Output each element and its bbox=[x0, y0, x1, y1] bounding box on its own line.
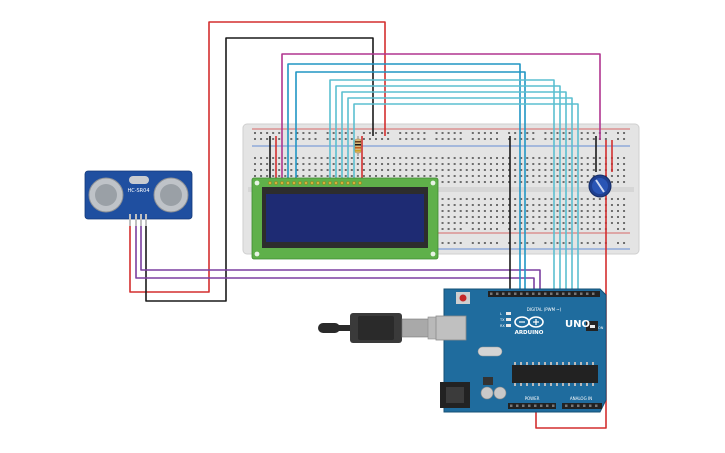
ultrasonic-sensor[interactable]: HC-SR04 bbox=[84, 170, 193, 226]
wire-purple-echo[interactable] bbox=[140, 226, 541, 295]
on-led-label: ON bbox=[598, 326, 604, 330]
analog-in-label: ANALOG IN bbox=[570, 396, 592, 401]
wire-teal-d7[interactable] bbox=[347, 97, 573, 295]
power-header bbox=[508, 403, 556, 409]
lcd-mount-hole bbox=[430, 251, 436, 257]
arduino-usb-jack bbox=[435, 315, 467, 341]
sensor-crystal bbox=[129, 176, 149, 184]
wire-teal-d5[interactable] bbox=[335, 85, 561, 295]
resistor[interactable] bbox=[354, 136, 362, 156]
rx-led-label: RX bbox=[500, 324, 505, 328]
atmega-chip bbox=[512, 365, 598, 383]
capacitor bbox=[493, 386, 507, 400]
usb-cable[interactable] bbox=[318, 313, 453, 343]
digital-pins-label: DIGITAL (PWM ~) bbox=[527, 307, 562, 312]
breadboard-center-channel bbox=[248, 187, 634, 192]
sensor-transducer-left-mesh bbox=[95, 184, 117, 206]
arduino-uno[interactable]: ARDUINO UNO DIGITAL (PWM ~) POWER ANALOG… bbox=[435, 288, 607, 413]
usb-plug-metal bbox=[401, 318, 431, 338]
arduino-model-label: UNO bbox=[565, 319, 590, 330]
crystal-oscillator bbox=[477, 346, 503, 357]
usb-cable-end bbox=[318, 323, 340, 333]
sensor-transducer-right-mesh bbox=[160, 184, 182, 206]
lcd-header-pins bbox=[268, 181, 362, 185]
tx-led bbox=[506, 318, 511, 321]
on-led bbox=[590, 325, 595, 328]
wires bbox=[129, 21, 613, 429]
wire-teal-d8[interactable] bbox=[353, 103, 579, 295]
analog-header bbox=[562, 403, 602, 409]
capacitor bbox=[480, 386, 494, 400]
rx-led bbox=[506, 324, 511, 327]
pot-knob-indicator bbox=[595, 179, 605, 193]
sensor-pins bbox=[129, 214, 147, 226]
lcd-mount-hole bbox=[254, 251, 260, 257]
wire-teal-d4[interactable] bbox=[329, 79, 555, 295]
wire-red-sensor-vcc[interactable] bbox=[129, 21, 386, 293]
wire-red-5v[interactable] bbox=[535, 140, 607, 429]
sensor-model-label: HC-SR04 bbox=[127, 188, 149, 194]
wire-teal-d6[interactable] bbox=[341, 91, 567, 295]
arduino-brand-label: ARDUINO bbox=[515, 330, 544, 336]
l-led bbox=[506, 312, 511, 315]
l-led-label: L bbox=[500, 312, 502, 316]
digital-pin-holes bbox=[490, 292, 598, 407]
wire-blue-1[interactable] bbox=[287, 63, 521, 295]
arduino-logo bbox=[514, 316, 544, 328]
potentiometer[interactable] bbox=[588, 174, 612, 198]
power-label: POWER bbox=[525, 396, 540, 401]
wire-magenta-lcd-vss[interactable] bbox=[281, 53, 601, 182]
voltage-regulator bbox=[483, 377, 493, 385]
wire-blue-2[interactable] bbox=[295, 71, 526, 295]
wire-purple-trig[interactable] bbox=[135, 226, 535, 295]
lcd-display[interactable] bbox=[251, 177, 439, 260]
lcd-mount-hole bbox=[254, 180, 260, 186]
lcd-screen bbox=[266, 194, 424, 242]
tx-led-label: TX bbox=[499, 318, 505, 322]
lcd-mount-hole bbox=[430, 180, 436, 186]
